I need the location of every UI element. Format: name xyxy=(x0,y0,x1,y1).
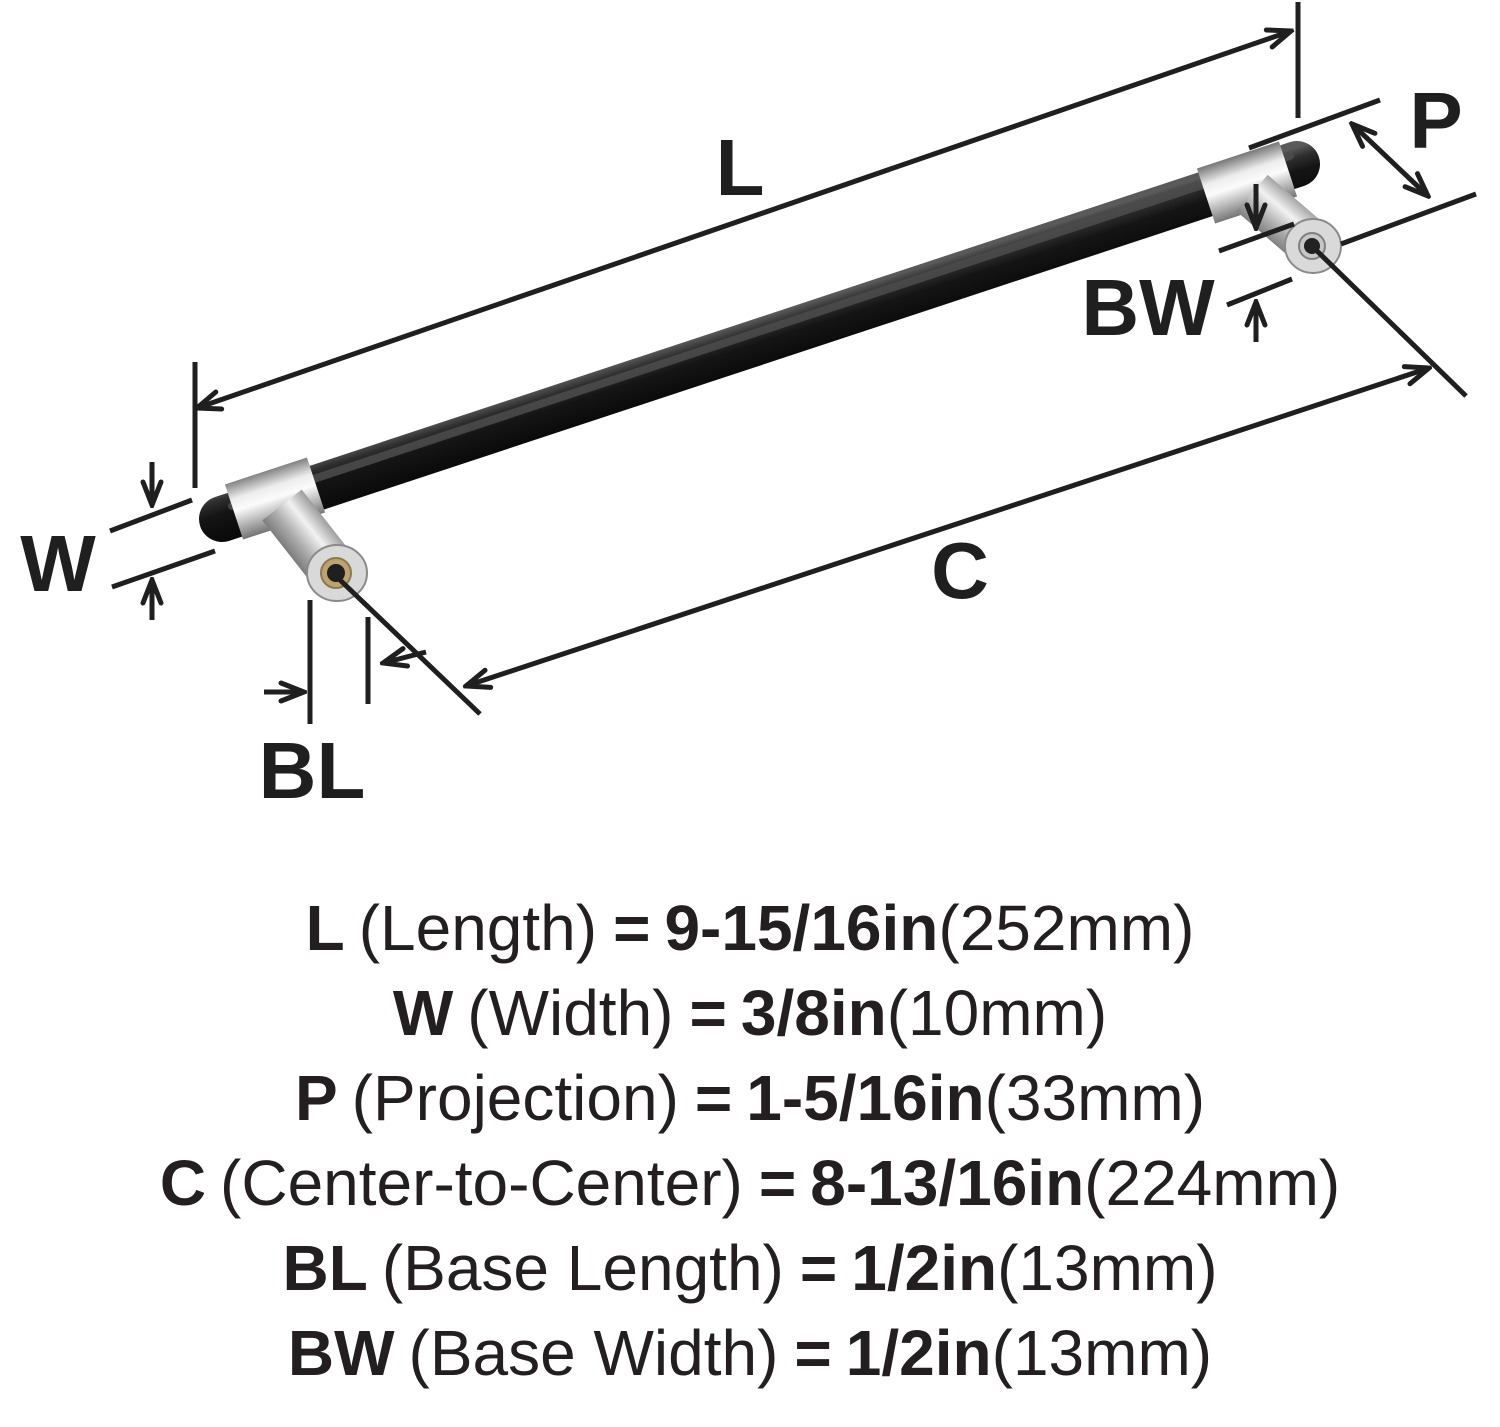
spec-value-metric: (33mm) xyxy=(984,1061,1206,1134)
dim-C-extension-left xyxy=(337,577,482,716)
dim-L-line xyxy=(197,31,1291,408)
spec-name: (Base Width) xyxy=(408,1316,779,1389)
spec-name: (Length) xyxy=(358,891,598,964)
dim-W-tick-bottom xyxy=(111,548,216,590)
spec-equals: = xyxy=(799,1231,838,1304)
spec-name: (Projection) xyxy=(351,1061,679,1134)
dim-P-extension-top xyxy=(1248,97,1381,151)
spec-value-imperial: 1/2in xyxy=(845,1316,992,1389)
spec-name: (Base Length) xyxy=(381,1231,784,1304)
spec-equals: = xyxy=(758,1146,797,1219)
dim-P-extension-bottom xyxy=(1340,191,1477,247)
dim-label-C: C xyxy=(931,526,989,615)
bar-pull-handle xyxy=(199,141,1342,602)
dim-label-BL: BL xyxy=(259,726,366,815)
dimension-BW xyxy=(1218,184,1295,342)
spec-line-width: W(Width)=3/8in(10mm) xyxy=(0,970,1500,1055)
dimension-spec-list: L(Length)=9-15/16in(252mm) W(Width)=3/8i… xyxy=(0,885,1500,1395)
spec-symbol: W xyxy=(392,976,454,1049)
dimension-L xyxy=(195,2,1301,488)
spec-symbol: C xyxy=(159,1146,207,1219)
left-collar xyxy=(224,457,326,540)
spec-line-center-to-center: C(Center-to-Center)=8-13/16in(224mm) xyxy=(0,1140,1500,1225)
dim-label-W: W xyxy=(20,519,96,608)
spec-value-metric: (224mm) xyxy=(1084,1146,1341,1219)
dim-label-BW: BW xyxy=(1081,263,1215,352)
handle-dimension-drawing: L W BL C P xyxy=(20,2,1477,815)
spec-value-metric: (13mm) xyxy=(991,1316,1213,1389)
spec-line-length: L(Length)=9-15/16in(252mm) xyxy=(0,885,1500,970)
spec-symbol: BL xyxy=(282,1231,368,1304)
spec-symbol: P xyxy=(294,1061,338,1134)
spec-line-base-width: BW(Base Width)=1/2in(13mm) xyxy=(0,1310,1500,1395)
dim-C-extension-right xyxy=(1314,248,1468,398)
dim-label-L: L xyxy=(716,123,765,212)
spec-name: (Width) xyxy=(467,976,674,1049)
spec-value-metric: (252mm) xyxy=(938,891,1195,964)
spec-value-metric: (13mm) xyxy=(997,1231,1218,1304)
dim-C-line xyxy=(466,368,1429,686)
dimension-BL xyxy=(264,600,427,724)
spec-value-imperial: 1-5/16in xyxy=(746,1061,985,1134)
spec-name: (Center-to-Center) xyxy=(220,1146,743,1219)
spec-value-imperial: 1/2in xyxy=(851,1231,998,1304)
spec-equals: = xyxy=(613,891,651,964)
spec-line-projection: P(Projection)=1-5/16in(33mm) xyxy=(0,1055,1500,1140)
spec-equals: = xyxy=(694,1061,733,1134)
spec-value-imperial: 9-15/16in xyxy=(664,891,939,964)
spec-line-base-length: BL(Base Length)=1/2in(13mm) xyxy=(0,1225,1500,1310)
spec-value-imperial: 8-13/16in xyxy=(810,1146,1085,1219)
dim-P-double-arrow xyxy=(1352,124,1428,196)
dim-BW-tick-top xyxy=(1218,221,1295,254)
dimension-C xyxy=(337,248,1468,716)
spec-value-metric: (10mm) xyxy=(886,976,1108,1049)
spec-equals: = xyxy=(689,976,727,1049)
dim-W-tick-top xyxy=(109,497,193,534)
spec-value-imperial: 3/8in xyxy=(740,976,887,1049)
dim-BW-tick-bottom xyxy=(1226,276,1293,308)
dimension-W xyxy=(109,462,216,620)
spec-equals: = xyxy=(794,1316,832,1389)
dimension-P xyxy=(1248,97,1477,247)
spec-symbol: BW xyxy=(287,1316,395,1389)
dim-label-P: P xyxy=(1409,76,1462,165)
spec-symbol: L xyxy=(305,891,345,964)
